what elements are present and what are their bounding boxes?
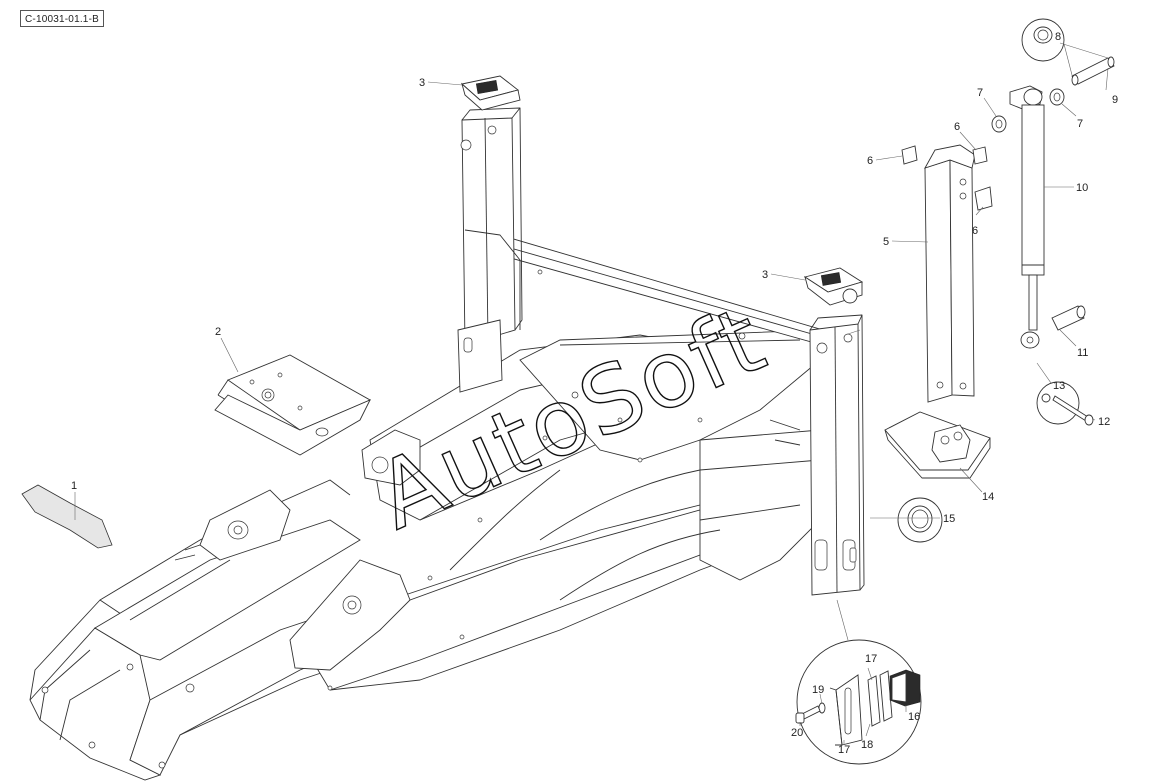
callout-3-right: 3 <box>762 269 768 281</box>
callout-5: 5 <box>883 236 889 248</box>
part-3-pad-left <box>461 75 521 111</box>
part-12-13-bolt <box>1036 381 1094 426</box>
callout-19: 19 <box>812 684 824 696</box>
left-tower <box>457 107 523 393</box>
part-6-shims <box>901 145 993 211</box>
part-15-detail <box>897 497 943 543</box>
callout-7-right: 7 <box>1077 118 1083 130</box>
callout-17-top: 17 <box>865 653 877 665</box>
callout-3-left: 3 <box>419 77 425 89</box>
callout-13: 13 <box>1053 380 1065 392</box>
callout-12: 12 <box>1098 416 1110 428</box>
callout-14: 14 <box>982 491 994 503</box>
main-frame <box>29 234 841 781</box>
callout-labels: 1 2 3 3 5 6 6 6 7 7 8 9 10 11 12 13 14 1… <box>71 31 1118 756</box>
callout-8: 8 <box>1055 31 1061 43</box>
callout-6-left: 6 <box>867 155 873 167</box>
detail-circle-16-20 <box>795 599 922 765</box>
callout-20: 20 <box>791 727 803 739</box>
side-gusset <box>174 429 421 671</box>
callout-1: 1 <box>71 480 77 492</box>
callout-2: 2 <box>215 326 221 338</box>
part-1-plate <box>21 484 113 549</box>
callout-6-bottom: 6 <box>972 225 978 237</box>
part-8-detail <box>1021 18 1065 62</box>
platform-plate <box>214 354 372 456</box>
callout-7-left: 7 <box>977 87 983 99</box>
callout-17-bottom: 17 <box>838 744 850 756</box>
part-10-cylinder <box>1009 85 1045 349</box>
callout-11: 11 <box>1077 347 1088 359</box>
callout-6-top: 6 <box>954 121 960 133</box>
frame-holes <box>41 269 801 769</box>
callout-10: 10 <box>1076 182 1088 194</box>
right-tower <box>809 314 865 596</box>
part-9-pin <box>1071 56 1115 86</box>
callout-16: 16 <box>908 711 920 723</box>
callout-15: 15 <box>943 513 955 525</box>
callout-18: 18 <box>861 739 873 751</box>
leader-lines <box>74 42 1109 744</box>
drawing-reference: C-10031-01.1-B <box>20 10 104 27</box>
part-5-column <box>924 144 976 403</box>
callout-9: 9 <box>1112 94 1118 106</box>
part-11-sleeve <box>1051 305 1086 331</box>
part-14-base-plate <box>884 411 991 479</box>
part-7-bushings <box>991 88 1065 133</box>
part-3-pad-right <box>803 267 864 306</box>
